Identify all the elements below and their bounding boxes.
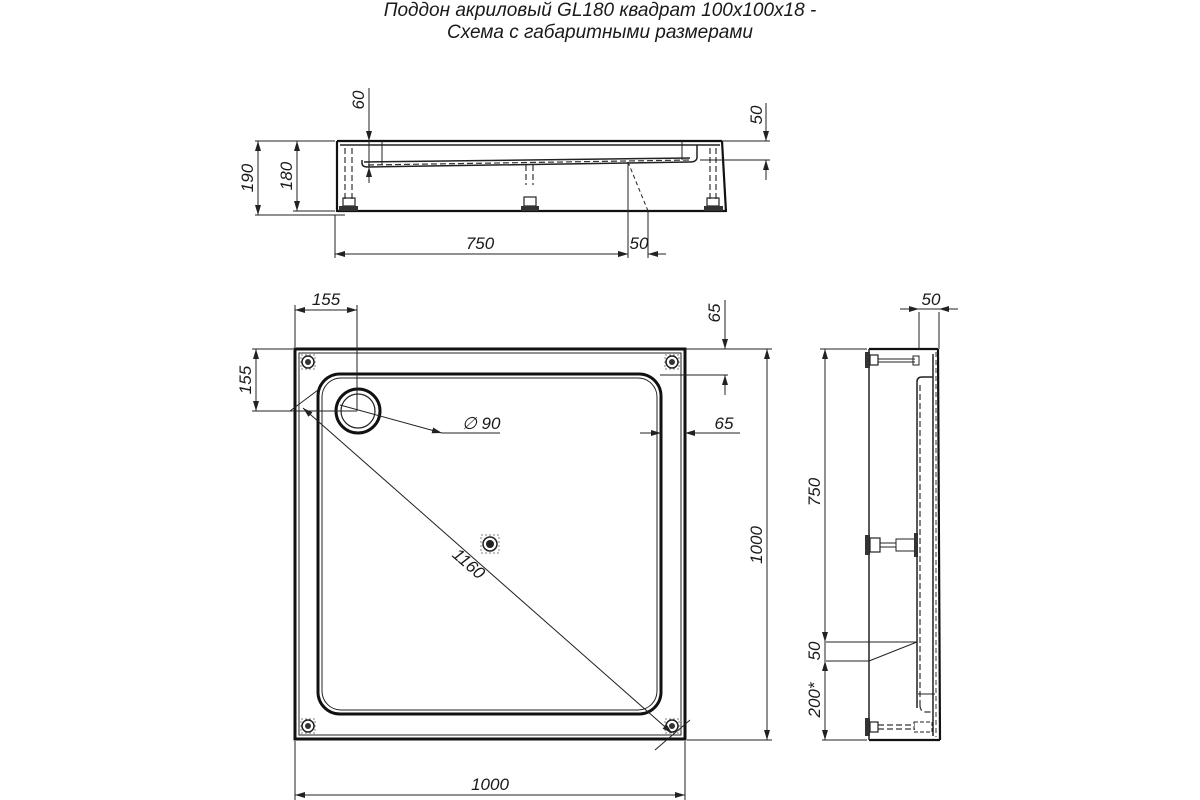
title-line-2: Схема с габаритными размерами: [447, 22, 753, 43]
title-line-1: Поддон акриловый GL180 квадрат 100x100x1…: [383, 0, 817, 21]
dim-corner-offset-y: 155: [236, 365, 255, 394]
dim-rim-offset-left: 60: [349, 90, 368, 109]
dim-diagonal: 1160: [449, 545, 489, 584]
dim-rim-side: 65: [715, 414, 734, 433]
side-leg-bottom-icon: [865, 718, 933, 736]
leg-middle-icon: [521, 165, 539, 211]
dim-side-slope-offset: 50: [805, 641, 824, 660]
dim-side-rim-width: 50: [922, 290, 941, 309]
corner-foot-icon: [300, 354, 316, 370]
corner-foot-icon: [664, 354, 680, 370]
leg-right-icon: [704, 148, 723, 211]
side-view: 50 750 50 200*: [805, 290, 958, 742]
leg-left-icon: [339, 148, 358, 211]
corner-foot-icon: [300, 718, 316, 734]
dim-rim-offset-right: 50: [747, 105, 766, 124]
front-view: 190 180 60 50 750 50: [238, 88, 770, 258]
side-leg-top-icon: [865, 352, 920, 368]
dim-side-leg-spacing: 750: [805, 477, 824, 506]
dim-overall-height: 190: [238, 163, 257, 192]
dim-depth: 1000: [747, 526, 766, 564]
dim-leg-spacing: 750: [466, 234, 495, 253]
dim-width: 1000: [471, 775, 509, 794]
dim-body-height: 180: [277, 161, 296, 190]
drawing-title: Поддон акриловый GL180 квадрат 100x100x1…: [0, 0, 1200, 44]
dim-drain-diameter: ∅ 90: [462, 414, 501, 433]
dim-slope-offset: 50: [630, 234, 649, 253]
side-leg-middle-icon: [865, 533, 918, 557]
center-foot-icon: [480, 534, 500, 554]
dim-side-bottom-offset: 200*: [805, 681, 824, 718]
plan-view: 1160 ∅ 90 155 155 65 65: [236, 290, 772, 800]
dim-rim-top: 65: [705, 303, 724, 322]
dim-corner-offset-x: 155: [312, 290, 341, 309]
